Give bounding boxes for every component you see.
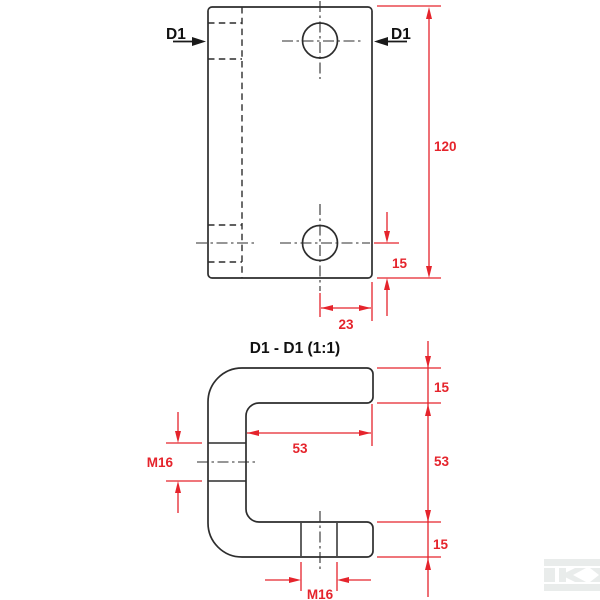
dim-text-15-top: 15 — [434, 380, 450, 395]
cut-marker-right: D1 — [374, 26, 411, 46]
cut-arrowhead-left-icon — [192, 37, 206, 46]
dim-text-m16-side: M16 — [147, 455, 174, 470]
arrowhead-down-icon — [425, 510, 431, 522]
arrowhead-left-icon — [247, 430, 259, 436]
arrowhead-down-icon — [425, 356, 431, 368]
arrowhead-up-icon — [384, 278, 390, 290]
dim-text-15-bottom: 15 — [433, 537, 449, 552]
arrowhead-up-icon — [175, 481, 181, 493]
dim-text-53-width: 53 — [292, 441, 308, 456]
dim-hole-to-bottom: 15 — [374, 212, 408, 316]
arrowhead-down-icon — [175, 431, 181, 443]
dim-text-15: 15 — [392, 256, 408, 271]
dim-hole-to-edge: 23 — [319, 282, 373, 332]
arrowhead-up-icon — [425, 558, 431, 570]
arrowhead-down-icon — [384, 231, 390, 243]
dim-bottom-thread: M16 — [265, 562, 371, 600]
dim-text-120: 120 — [434, 139, 457, 154]
front-view — [196, 1, 373, 291]
arrowhead-down-icon — [426, 266, 432, 278]
watermark-block-left — [544, 568, 555, 582]
watermark-bar-bottom — [544, 584, 600, 591]
dim-text-53-height: 53 — [434, 454, 450, 469]
section-title: D1 - D1 (1:1) — [250, 340, 340, 357]
cut-label-d1-left: D1 — [166, 26, 186, 43]
watermark-wedge-right — [590, 568, 600, 582]
dim-overall-height: 120 — [377, 5, 457, 279]
watermark-k-logo-icon — [544, 559, 600, 591]
dim-text-23: 23 — [338, 317, 354, 332]
arrowhead-right-icon — [359, 430, 371, 436]
watermark-k-shape — [559, 568, 586, 582]
arrowhead-right-icon — [289, 577, 301, 583]
watermark-bar-top — [544, 559, 600, 566]
cut-marker-left: D1 — [166, 26, 206, 46]
dim-text-m16-bottom: M16 — [307, 587, 334, 600]
dim-inner-width: 53 — [247, 404, 373, 456]
cut-label-d1-right: D1 — [391, 26, 411, 43]
arrowhead-right-icon — [359, 305, 371, 311]
cut-arrowhead-right-icon — [374, 37, 388, 46]
arrowhead-up-icon — [425, 404, 431, 416]
section-view — [197, 367, 374, 569]
arrowhead-up-icon — [426, 7, 432, 19]
dim-side-thread: M16 — [147, 412, 202, 513]
plate-outline — [207, 6, 373, 279]
arrowhead-left-icon — [337, 577, 349, 583]
dim-chain-right: 15 53 15 — [377, 341, 450, 597]
arrowhead-left-icon — [321, 305, 333, 311]
